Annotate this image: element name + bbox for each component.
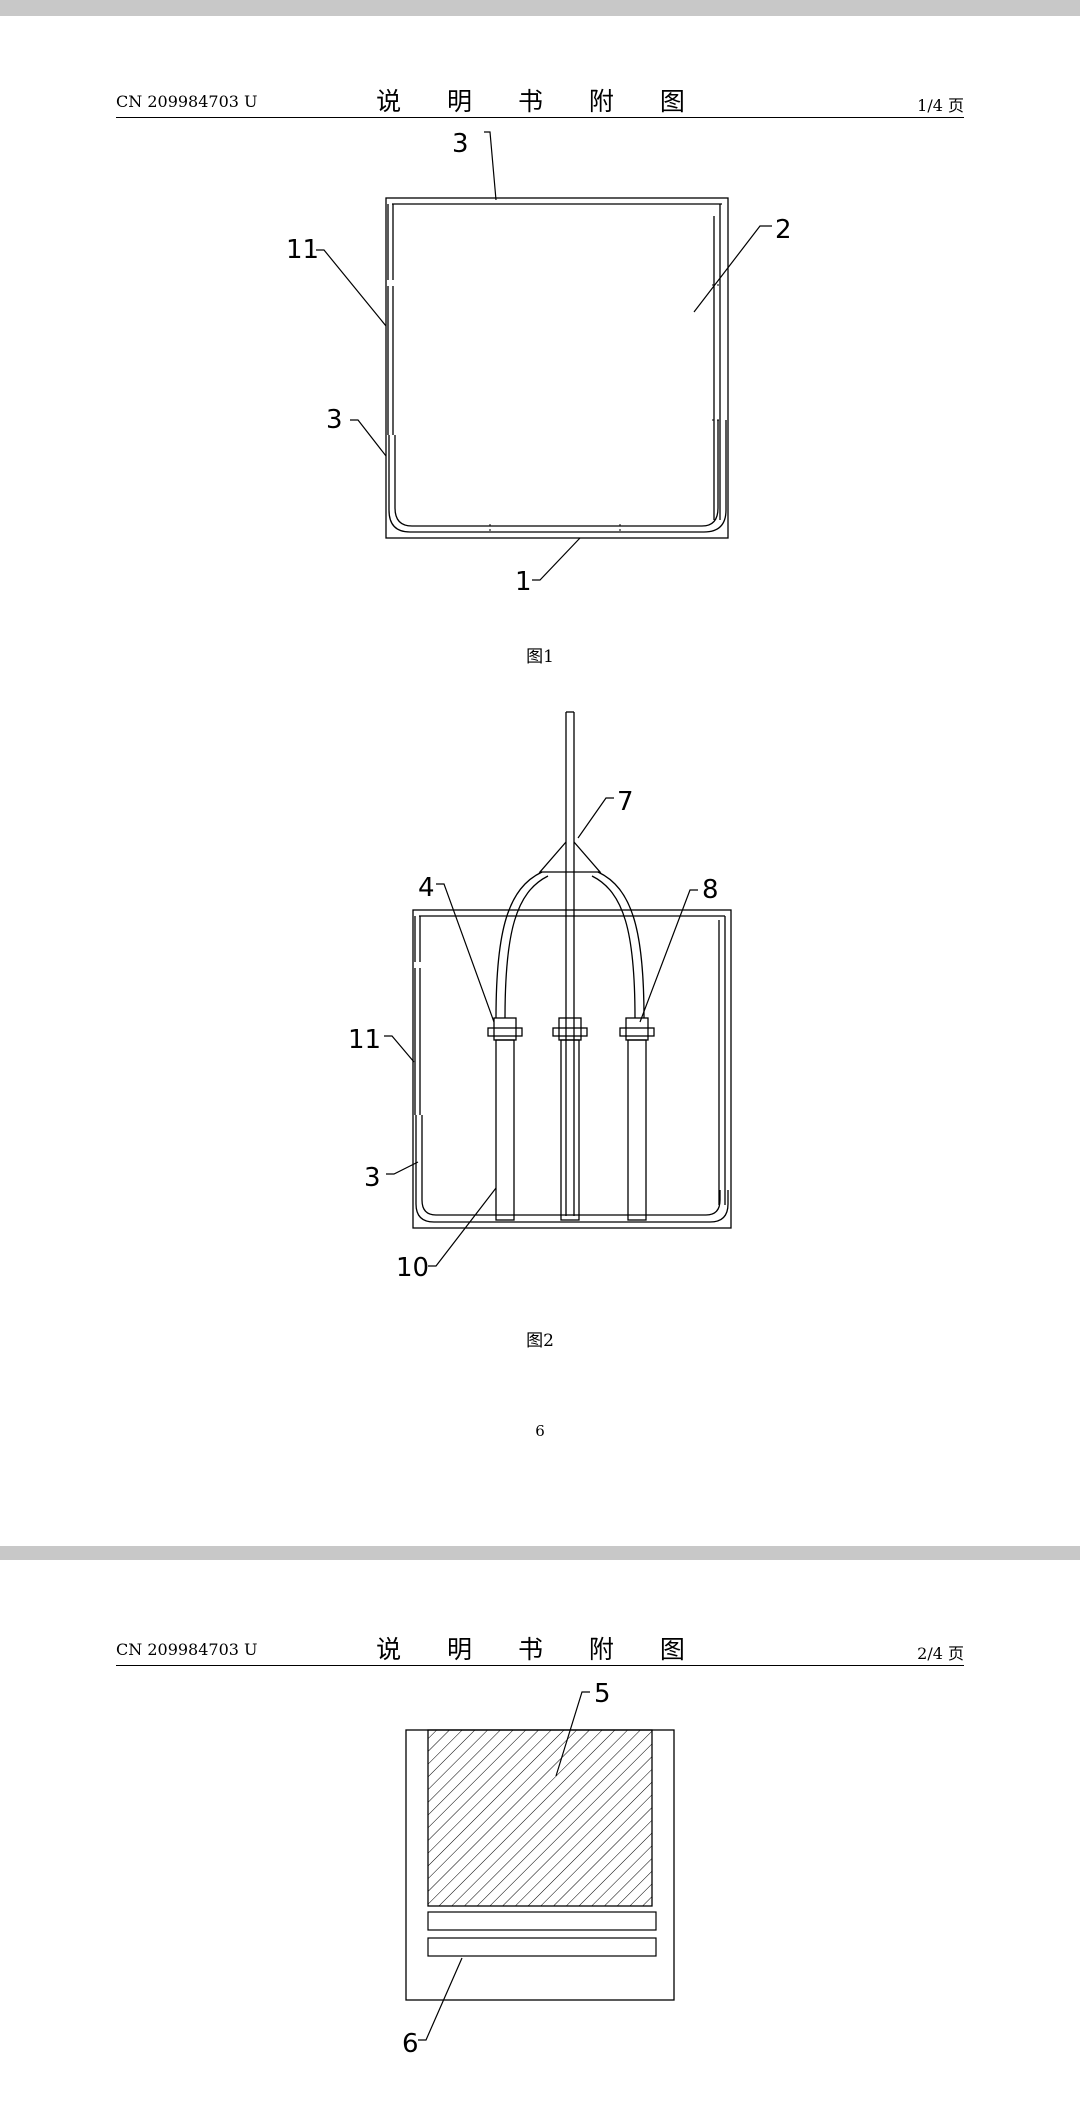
label-10: 10: [396, 1253, 429, 1280]
page-number: 6: [535, 1422, 545, 1440]
document-page-1: CN 209984703 U 说 明 书 附 图 1/4 页: [116, 87, 964, 1440]
tube-center: [560, 1039, 580, 1221]
figure-3-drawing: 5 6: [402, 1679, 675, 2059]
plate-upper: [427, 1911, 657, 1931]
bottom-wall-inner: [394, 420, 719, 527]
label-1: 1: [515, 567, 532, 597]
leader-11: [316, 249, 387, 327]
tube-left: [495, 1039, 515, 1221]
header-rule: [116, 117, 964, 118]
page-separator: [0, 1546, 1080, 1560]
branch-right-outer: [597, 871, 645, 1019]
plate-lower: [427, 1937, 657, 1957]
label-3: 3: [364, 1163, 381, 1193]
label-2: 2: [775, 215, 792, 245]
label-3-left: 3: [326, 405, 343, 435]
connector-right: [625, 1017, 649, 1041]
figure-1-drawing: 3 2 11 3 1: [286, 129, 792, 597]
connector-center: [558, 1017, 582, 1041]
top-separator: [0, 0, 1080, 16]
leader-3-left: [350, 419, 387, 457]
leader-1: [532, 537, 581, 581]
label-11: 11: [348, 1025, 381, 1055]
section-title: 说 明 书 附 图: [376, 87, 704, 116]
label-11: 11: [286, 235, 319, 265]
label-6: 6: [402, 2029, 419, 2059]
figure-1-caption: 图1: [526, 647, 554, 667]
leader-2: [693, 225, 772, 313]
doc-number: CN 209984703 U: [116, 1640, 258, 1659]
page-indicator: 1/4 页: [917, 96, 964, 115]
label-7: 7: [617, 787, 634, 817]
label-3-top: 3: [452, 129, 469, 159]
label-5: 5: [594, 1679, 611, 1709]
header-rule: [116, 1665, 964, 1666]
section-title: 说 明 书 附 图: [376, 1635, 704, 1664]
branch-left-outer: [495, 871, 543, 1019]
tube-right: [627, 1039, 647, 1221]
splitter: [538, 841, 602, 873]
doc-number: CN 209984703 U: [116, 92, 258, 111]
page-indicator: 2/4 页: [917, 1644, 964, 1663]
document-page-2: CN 209984703 U 说 明 书 附 图 2/4 页 5 6: [0, 1560, 1080, 2102]
label-4: 4: [418, 873, 435, 903]
figure-2-caption: 图2: [526, 1331, 554, 1351]
hatched-block: [427, 1729, 653, 1907]
connector-left: [493, 1017, 517, 1041]
container-outline: [412, 909, 732, 1229]
label-8: 8: [702, 875, 719, 905]
figure-2-drawing: 7 4 8 11 3 10: [348, 711, 732, 1280]
container-outline: [385, 197, 729, 539]
bottom-wall-outer: [388, 420, 727, 533]
leader-3-top: [484, 131, 497, 201]
